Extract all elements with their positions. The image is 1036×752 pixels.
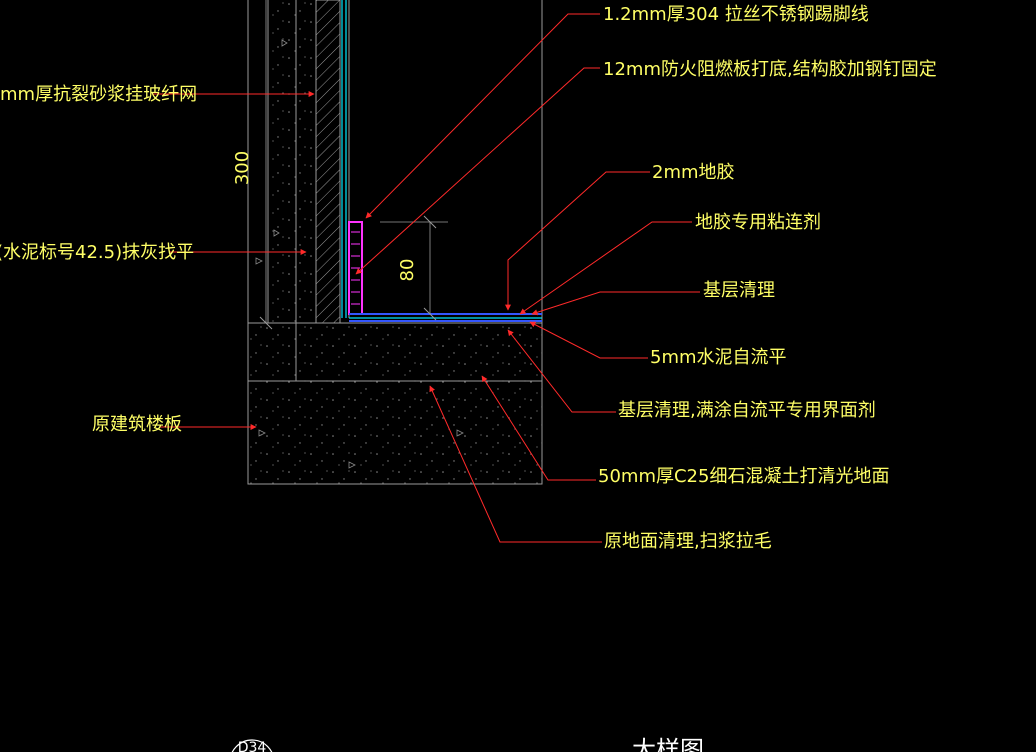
label-cement-plaster: (水泥标号42.5)抹灰找平 xyxy=(0,242,194,263)
label-concrete: 50mm厚C25细石混凝土打清光地面 xyxy=(598,466,889,487)
detail-tag-text: D34 xyxy=(238,740,267,752)
dimension-300-text: 300 xyxy=(232,151,253,185)
leader-lines xyxy=(152,13,700,543)
dimension-300: 300 xyxy=(232,0,273,330)
label-steel-skirting: 1.2mm厚304 拉丝不锈钢踢脚线 xyxy=(603,4,869,25)
wall-section xyxy=(247,0,543,484)
concrete-screed xyxy=(247,322,543,382)
structural-slab xyxy=(247,380,543,485)
label-floor-glue: 2mm地胶 xyxy=(652,162,735,183)
dimension-80-text: 80 xyxy=(397,259,418,282)
drawing-title: 大样图 xyxy=(632,736,704,752)
label-self-level: 5mm水泥自流平 xyxy=(650,347,787,368)
label-rough: 原地面清理,扫浆拉毛 xyxy=(604,531,772,552)
floor-finish-layers xyxy=(349,313,542,322)
label-fireproof-board: 12mm防火阻燃板打底,结构胶加钢钉固定 xyxy=(603,59,937,80)
label-mesh-mortar: mm厚抗裂砂浆挂玻纤网 xyxy=(0,84,197,105)
label-base-clean: 基层清理 xyxy=(703,280,775,301)
detail-tag: D34 xyxy=(231,739,273,752)
label-primer: 基层清理,满涂自流平专用界面剂 xyxy=(618,400,876,421)
dimension-80: 80 xyxy=(380,215,448,321)
label-adhesive: 地胶专用粘连剂 xyxy=(695,212,821,233)
label-slab: 原建筑楼板 xyxy=(92,414,182,435)
steel-skirting xyxy=(348,221,363,315)
